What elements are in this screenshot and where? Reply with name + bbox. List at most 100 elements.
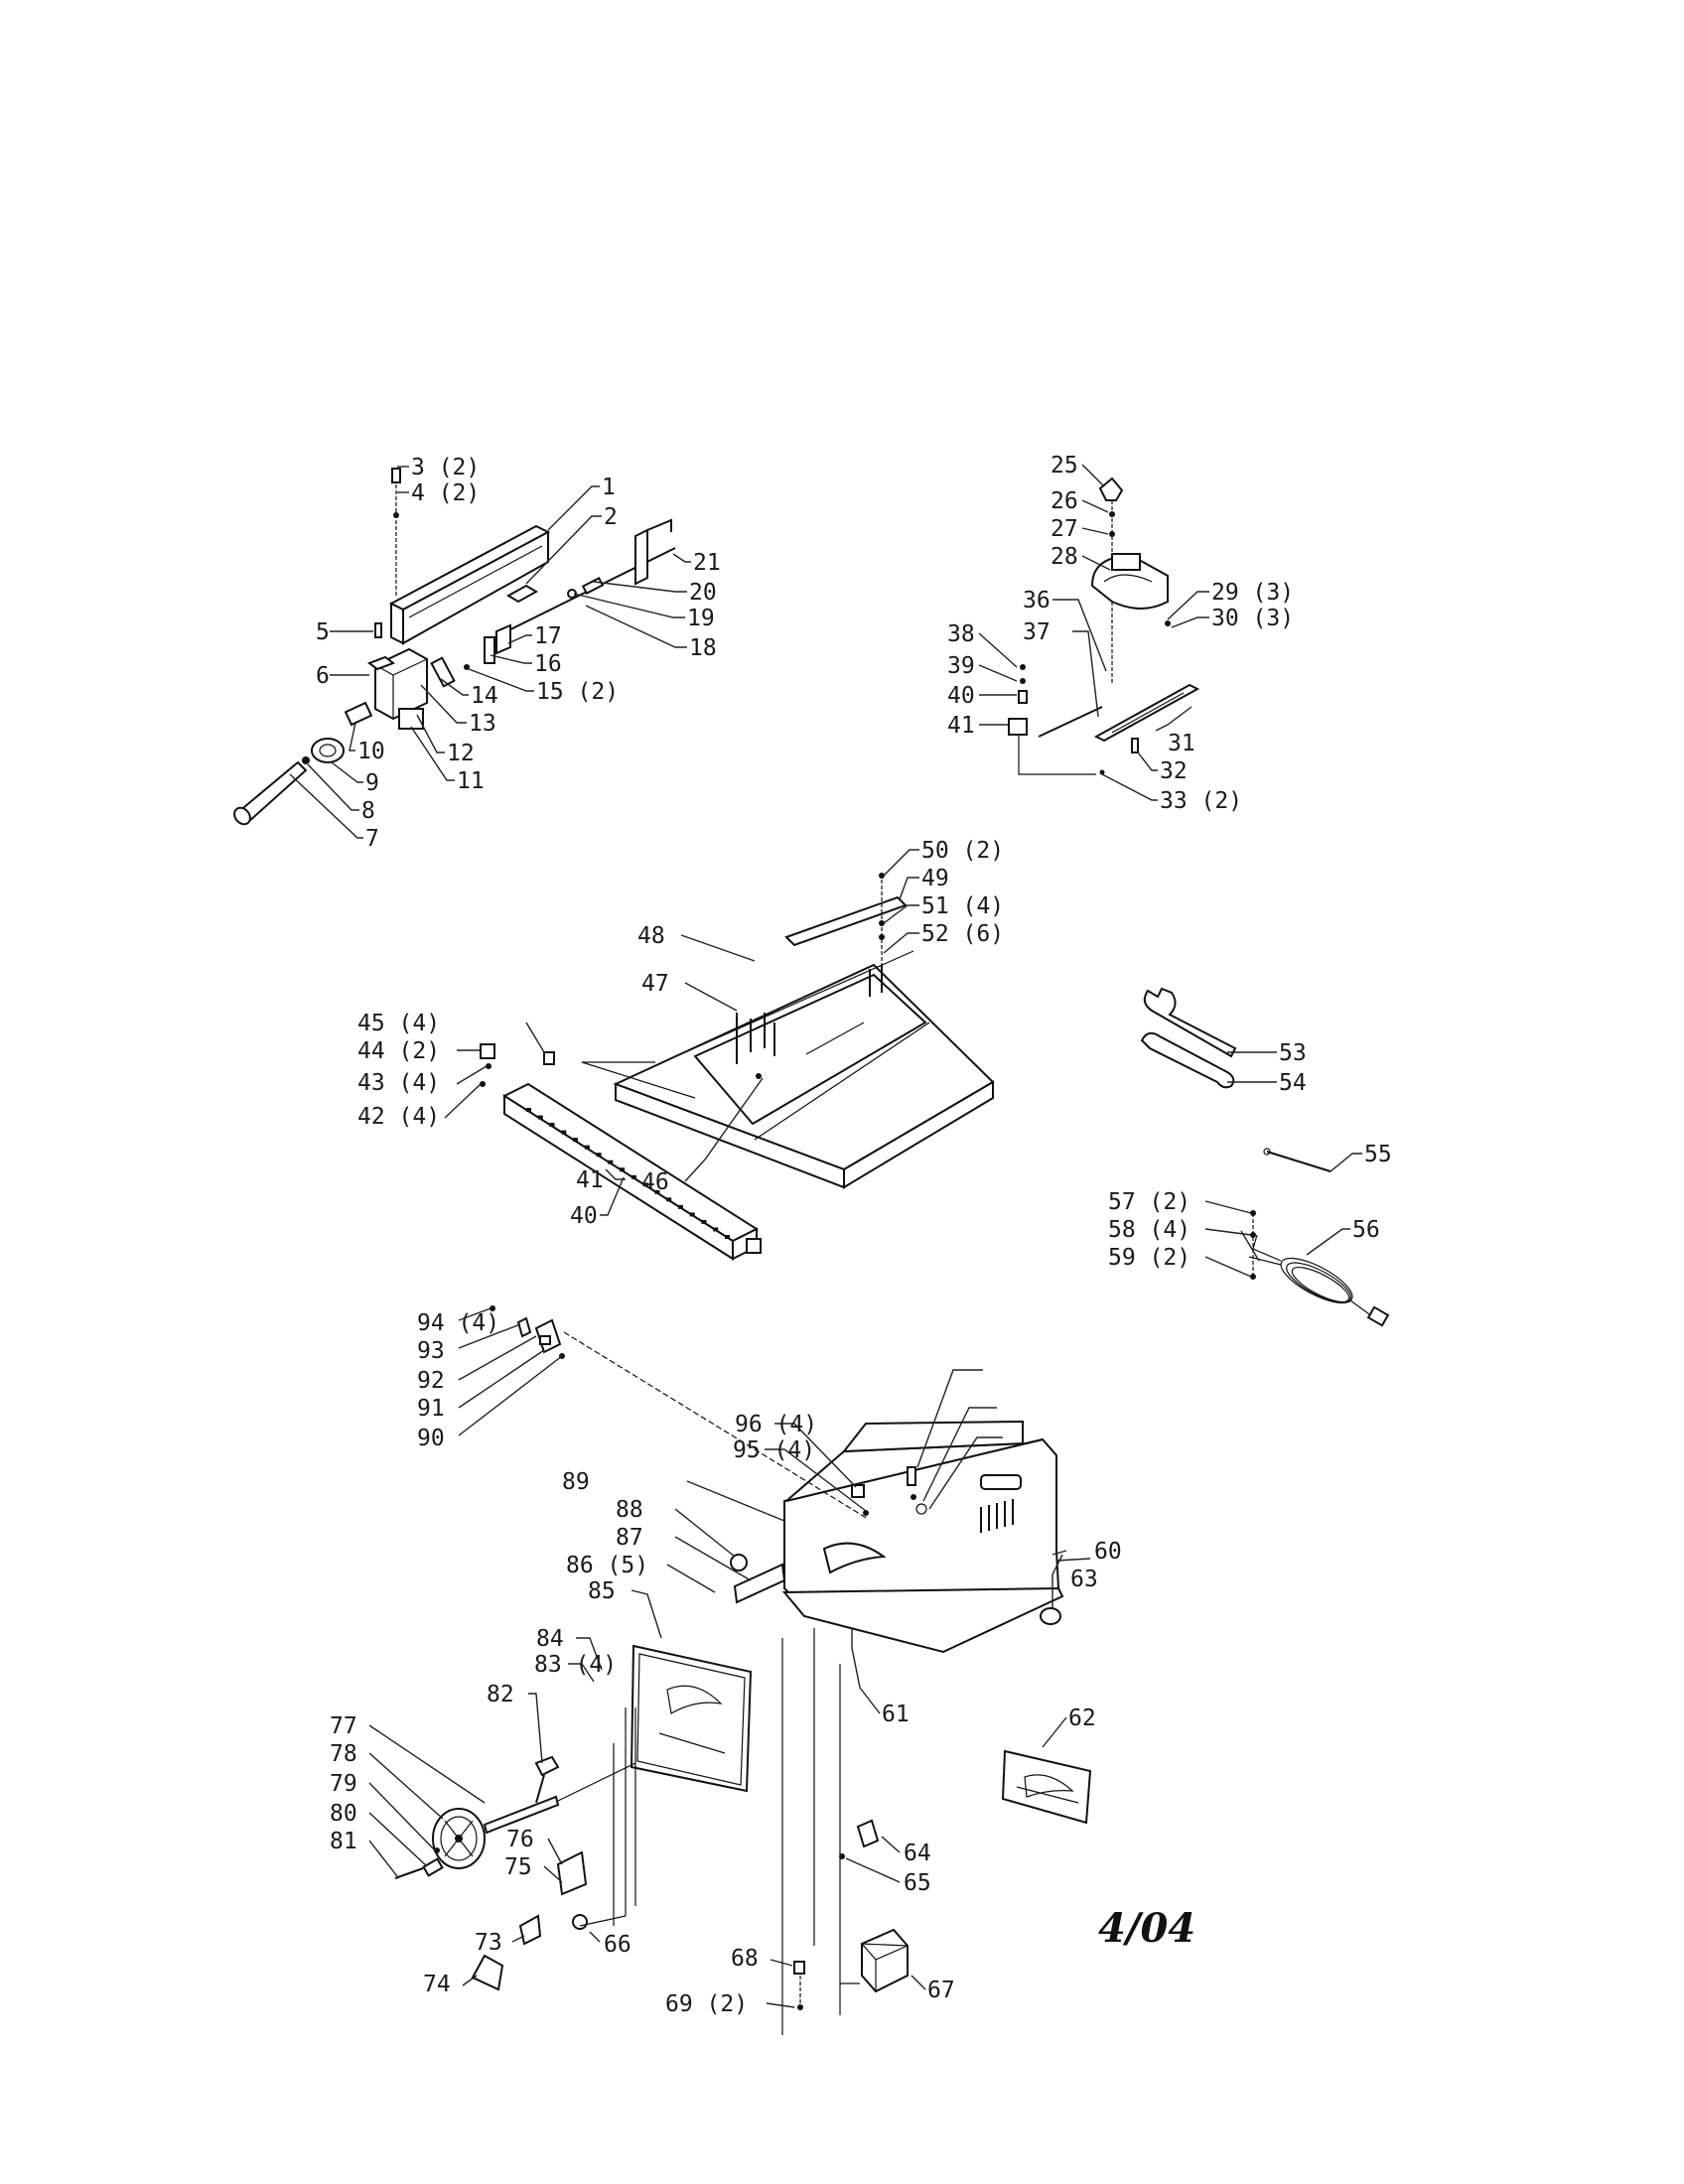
callout-72: 75 — [504, 1854, 532, 1880]
part-68 — [793, 1961, 805, 1975]
callout-82: 85 — [588, 1578, 616, 1604]
callout-10: 10 — [357, 739, 385, 764]
callout-51: 51 (4) — [921, 893, 1004, 919]
rail-hole — [596, 1153, 602, 1158]
callout-61: 61 — [882, 1702, 910, 1727]
nut-85-part — [730, 1554, 748, 1571]
callout-49: 49 — [921, 866, 949, 891]
nut-66-part — [572, 1914, 588, 1930]
fence-assembly — [233, 468, 676, 826]
bolts-47 — [736, 965, 883, 1064]
callout-68: 68 — [731, 1946, 759, 1972]
callout-40: 40 — [570, 1203, 598, 1229]
revision-date: 4/04 — [1098, 1905, 1195, 1952]
callout-34: 36 — [1023, 588, 1051, 614]
callout-8: 8 — [361, 798, 375, 824]
rail-hole — [573, 1138, 579, 1143]
callout-74: 77 — [330, 1713, 357, 1739]
callout-labels: 3 (2) 4 (2) 1 2 21 20 19 18 17 16 15 (2)… — [316, 453, 1392, 2017]
leader-lines — [289, 464, 1362, 2008]
callout-84: 87 — [616, 1525, 643, 1551]
callout-77: 80 — [330, 1801, 357, 1827]
callout-17: 17 — [534, 623, 562, 649]
callout-89: 92 — [417, 1368, 445, 1394]
callout-81: 84 — [536, 1626, 564, 1652]
callout-76: 79 — [330, 1771, 357, 1797]
shaft-74-part — [483, 1795, 560, 1835]
callout-46: 46 — [641, 1169, 669, 1195]
rod-35-part — [1038, 706, 1103, 738]
callout-18: 18 — [689, 635, 717, 661]
callout-21: 21 — [693, 550, 721, 576]
rail-hole — [584, 1145, 590, 1150]
screw-part — [391, 468, 401, 483]
shaft-10-part — [344, 701, 373, 727]
clamp-plate-part — [398, 708, 424, 730]
insert-plate-region — [693, 973, 927, 1126]
callout-26: 26 — [1051, 488, 1078, 514]
power-cord-56-part — [1248, 1234, 1390, 1327]
callout-16: 16 — [534, 651, 562, 677]
callout-6: 6 — [316, 663, 330, 689]
callout-80: 83 (4) — [534, 1652, 617, 1678]
cabinet-arc-slot — [822, 1542, 887, 1574]
bracket-84-part — [733, 1563, 786, 1604]
plate-49-part — [784, 895, 908, 947]
part-90 — [516, 1316, 532, 1338]
callout-62: 62 — [1068, 1706, 1096, 1731]
foot-63-part — [1040, 1607, 1061, 1625]
front-panel-82-part — [630, 1644, 753, 1793]
callout-3: 3 (2) — [411, 455, 480, 480]
nut-8-part — [302, 756, 310, 764]
rail-hole — [561, 1130, 567, 1135]
bracket-73-part — [556, 1850, 588, 1896]
part-93 — [851, 1484, 865, 1498]
callout-38: 40 — [947, 683, 975, 709]
stop-39-part — [1008, 718, 1028, 736]
callout-65: 65 — [904, 1870, 931, 1896]
callout-73: 76 — [506, 1827, 534, 1852]
switch-64-part — [856, 1819, 880, 1848]
lock-79-part — [534, 1755, 560, 1777]
rail-hole — [725, 1235, 730, 1239]
callout-4: 4 (2) — [411, 480, 480, 506]
callout-25: 25 — [1051, 453, 1078, 478]
callout-33: 33 (2) — [1160, 788, 1242, 814]
fence-rail-side — [390, 602, 404, 645]
rail-hole — [677, 1204, 683, 1209]
screw-5-part — [374, 622, 382, 638]
callout-64: 64 — [904, 1841, 931, 1866]
cabinet-base-flange — [781, 1586, 1064, 1654]
switch-70-part — [518, 1914, 542, 1946]
callout-12: 12 — [447, 741, 475, 766]
callout-52: 52 (6) — [921, 921, 1004, 947]
callout-32: 32 — [1160, 758, 1188, 784]
switch-box-67-part — [861, 1928, 909, 1993]
callout-28: 28 — [1051, 544, 1078, 570]
base-assembly — [394, 1305, 1092, 2035]
plate-6-part — [366, 655, 396, 671]
rail-hole — [537, 1115, 543, 1120]
callout-43: 43 (4) — [357, 1070, 440, 1096]
endcap-part — [746, 1238, 762, 1254]
callout-55: 55 — [1364, 1142, 1392, 1167]
pin-14-part — [430, 656, 456, 688]
cover-71-part — [471, 1954, 504, 1991]
cabinet-rim — [841, 1420, 1024, 1453]
protractor-top-part — [1111, 553, 1141, 571]
callout-9: 9 — [365, 770, 379, 796]
callout-67: 67 — [927, 1978, 955, 2003]
bracket-21-part — [634, 528, 648, 586]
callout-71: 74 — [423, 1972, 451, 1997]
fence-bracket-part — [506, 584, 538, 604]
callout-92: 95 (4) — [733, 1437, 815, 1463]
bracket-44-part — [480, 1043, 495, 1059]
callout-56: 56 — [1352, 1217, 1380, 1243]
rail-hole — [689, 1212, 695, 1217]
callout-54: 54 — [1279, 1070, 1307, 1096]
rail-hole — [631, 1174, 636, 1179]
cabinet-vents — [980, 1499, 1014, 1533]
access-panel-62-part — [1001, 1749, 1092, 1825]
callout-13: 13 — [469, 711, 496, 737]
callout-1: 1 — [602, 475, 616, 500]
